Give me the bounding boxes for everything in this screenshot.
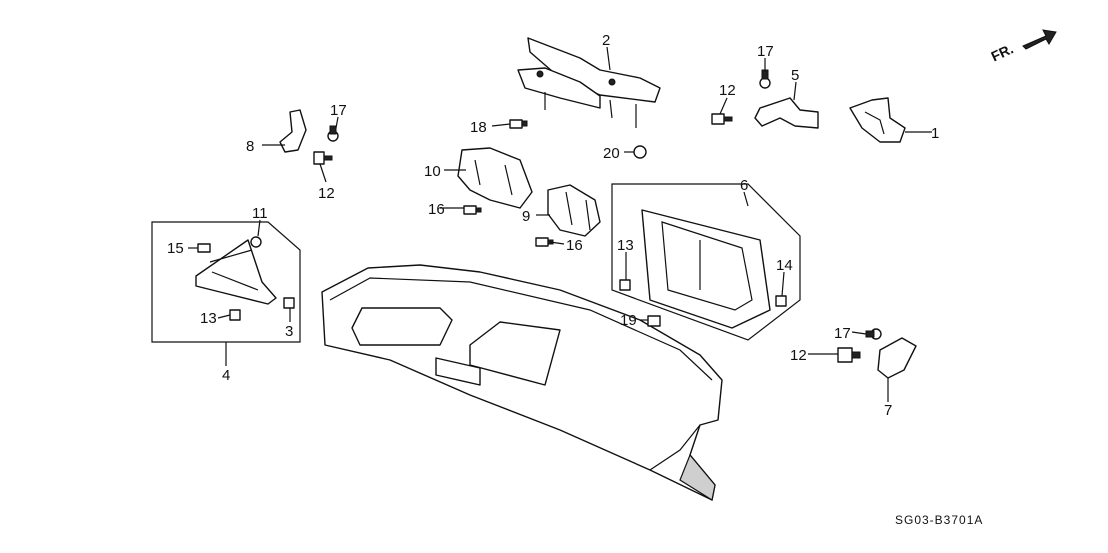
bolt-12-upper-right <box>711 113 733 125</box>
part-7-bracket <box>877 337 917 379</box>
dashboard-panel <box>321 264 723 501</box>
callout-16-right: 16 <box>566 237 583 254</box>
nut-20 <box>633 145 647 159</box>
callout-10: 10 <box>424 163 441 180</box>
callout-13-right: 13 <box>617 237 634 254</box>
bolt-15 <box>197 243 211 253</box>
clip-3 <box>283 297 295 309</box>
callout-1: 1 <box>931 125 939 142</box>
callout-16-left: 16 <box>428 201 445 218</box>
front-label: FR. <box>988 40 1015 64</box>
part-1-bracket <box>849 97 906 143</box>
bolt-16-left <box>463 205 482 215</box>
callout-5: 5 <box>791 67 799 84</box>
callout-2: 2 <box>602 32 610 49</box>
diagram-code: SG03-B3701A <box>895 513 983 527</box>
callout-17-left: 17 <box>330 102 347 119</box>
bolt-11 <box>250 236 262 248</box>
callout-3: 3 <box>285 323 293 340</box>
clip-13-right <box>619 279 631 291</box>
front-arrow-icon <box>1022 29 1057 50</box>
callout-12-upper-right: 12 <box>719 82 736 99</box>
bolt-17-left <box>327 125 339 142</box>
callout-18: 18 <box>470 119 487 136</box>
callout-12-left: 12 <box>318 185 335 202</box>
part-9-cover <box>547 184 601 237</box>
callout-14: 14 <box>776 257 793 274</box>
callout-7: 7 <box>884 402 892 419</box>
callouts: 1 2 3 4 5 6 7 8 9 10 11 12 12 12 13 13 1… <box>167 32 939 419</box>
callout-20: 20 <box>603 145 620 162</box>
callout-9: 9 <box>522 208 530 225</box>
clip-13-left <box>229 309 241 321</box>
bolt-17-lower-right <box>865 328 882 340</box>
callout-15: 15 <box>167 240 184 257</box>
part-10-cover <box>457 147 533 209</box>
leader-lines <box>188 46 932 402</box>
front-direction-indicator: FR. <box>988 29 1057 64</box>
part-2-bracket <box>517 37 661 128</box>
callout-13-left: 13 <box>200 310 217 327</box>
callout-12-lower-right: 12 <box>790 347 807 364</box>
bolt-18 <box>509 119 528 129</box>
bolt-17-upper-right <box>759 69 771 89</box>
callout-19: 19 <box>620 312 637 329</box>
callout-11: 11 <box>252 205 268 222</box>
bolt-19 <box>647 315 661 327</box>
bolt-12-left <box>313 151 333 165</box>
callout-17-lower-right: 17 <box>834 325 851 342</box>
part-6-group <box>611 183 801 341</box>
callout-4: 4 <box>222 367 230 384</box>
callout-6: 6 <box>740 177 748 194</box>
bolt-12-lower-right <box>837 347 861 363</box>
callout-17-upper-right: 17 <box>757 43 774 60</box>
callout-8: 8 <box>246 138 254 155</box>
part-4-group <box>151 221 301 343</box>
part-8-bracket <box>279 109 307 153</box>
part-5-bracket <box>754 97 819 129</box>
clip-14 <box>775 295 787 307</box>
